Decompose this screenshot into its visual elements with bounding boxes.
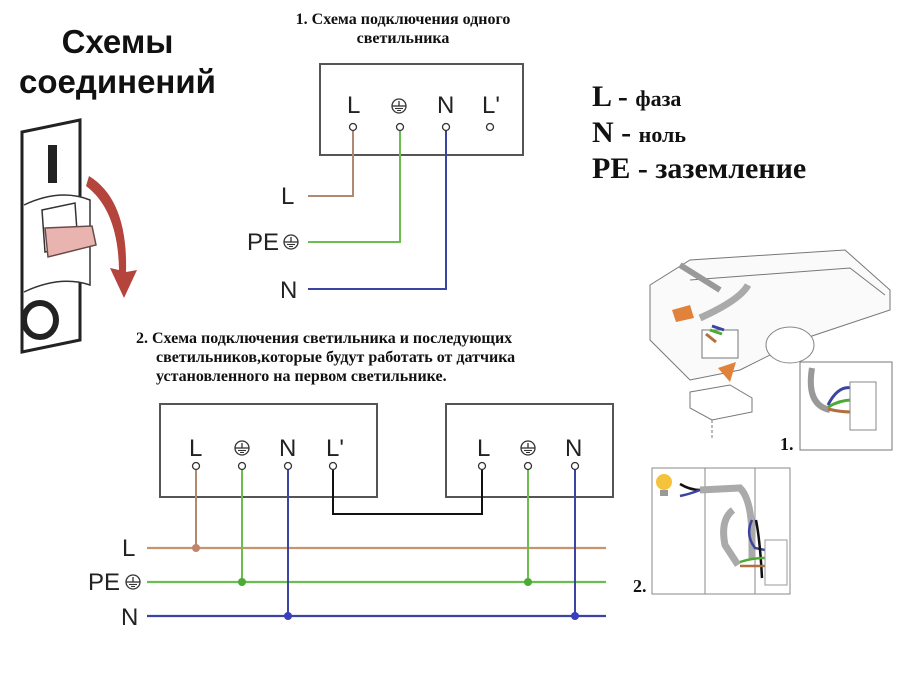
supply-label-pe: PE [247,229,279,256]
terminal [570,461,580,471]
arrow-down-icon [86,176,137,298]
photo1-label: 1. [780,434,794,454]
breaker-lever [44,225,97,258]
earth-icon [125,574,141,590]
main-title-line2: соединений [19,63,216,100]
terminal [328,461,338,471]
terminal-strip [764,539,788,586]
scheme2-title-line3: установленного на первом светильнике. [156,368,447,385]
terminal [523,461,533,471]
terminal-label-n: N [437,92,454,119]
junction-dot [238,578,246,586]
wire-phase [705,332,717,344]
f1-label-l: L [189,435,202,462]
legend: L - фаза N - ноль PE - заземление [592,80,806,186]
terminal [191,461,201,471]
wire-neutral [308,128,447,290]
legend-item-phase: L - фаза [592,80,806,116]
bus-label-n: N [121,604,138,631]
arrow-icon [718,362,736,382]
legend-symbol: L [592,80,611,113]
terminal [477,461,487,471]
cable [678,262,722,293]
breaker-on-mark [48,145,57,183]
fixture1-box [159,403,378,498]
supply-label-n: N [280,277,297,304]
wire-neutral [711,324,725,332]
wire-earth [308,128,401,243]
junction-dot [192,544,200,552]
terminal-label-l-prime: L' [482,92,500,119]
earth-icon [520,440,536,456]
scheme2-title: 2. Схема подключения светильника и после… [136,329,616,386]
supply-label-l: L [281,183,294,210]
terminal [283,461,293,471]
junction-dot [524,578,532,586]
cable [807,367,831,413]
wire-jumper [754,519,764,579]
scheme1-title: 1. Схема подключения одного светильника [248,10,558,48]
scheme1-title-line2: светильника [356,30,450,47]
sensor-dome [765,326,815,364]
terminal-detail-frame [799,361,893,451]
scheme2-title-line1: 2. Схема подключения светильника и после… [136,330,513,347]
legend-symbol: PE [592,152,631,185]
wire-neutral [679,488,701,498]
wire-neutral [747,519,766,552]
main-title-line1: Схемы [61,23,174,60]
bus-label-l: L [122,535,135,562]
f1-label-n: N [279,435,296,462]
circuit-breaker-illustration [20,118,137,354]
legend-item-neutral: N - ноль [592,116,806,152]
wire-phase [308,128,354,197]
earth-icon [283,234,299,250]
fixture-box [319,63,524,156]
terminal-label-l: L [347,92,360,119]
legend-meaning: фаза [635,86,682,111]
junction-dot [571,612,579,620]
f2-label-n: N [565,435,582,462]
f2-label-l: L [477,435,490,462]
fixture2-box [445,403,614,498]
wire-earth [739,556,766,564]
arrow-icon [672,305,694,322]
terminal-l [348,122,358,132]
cable [699,484,756,560]
legend-symbol: N [592,116,614,149]
cable [720,507,741,567]
wire-earth [709,328,723,336]
legend-sep: - [613,116,639,149]
scheme2-title-line2: светильников,которые будут работать от д… [156,349,516,366]
legend-meaning: ноль [638,122,687,147]
lightbulb-icon [656,474,672,496]
scheme1-diagram: L N L' L PE N [247,63,524,304]
scheme1-title-line1: 1. Схема подключения одного [295,11,511,28]
jumper-wire [332,466,483,515]
earth-icon [234,440,250,456]
main-title: Схемы соединений [10,22,225,102]
cover-box [689,384,753,421]
terminal-n [441,122,451,132]
legend-sep: - [610,80,636,113]
install-illustration-2 [651,467,791,595]
junction-dot [284,612,292,620]
earth-icon [391,98,407,114]
bus-label-pe: PE [88,569,120,596]
terminal-pe [395,122,405,132]
cable [698,283,752,322]
photo2-label: 2. [633,576,647,596]
breaker-off-mark [21,300,59,340]
legend-item-earth: PE - заземление [592,152,806,186]
scheme2-diagram: L N L' L N L PE [88,403,614,631]
terminal-l-prime [485,122,495,132]
terminal-strip [849,381,877,431]
legend-sep: - [630,152,656,185]
legend-meaning: заземление [655,152,807,185]
f1-label-l-prime: L' [326,435,344,462]
terminal [237,461,247,471]
housing-edge [689,267,886,296]
install-illustration-1 [649,249,893,451]
